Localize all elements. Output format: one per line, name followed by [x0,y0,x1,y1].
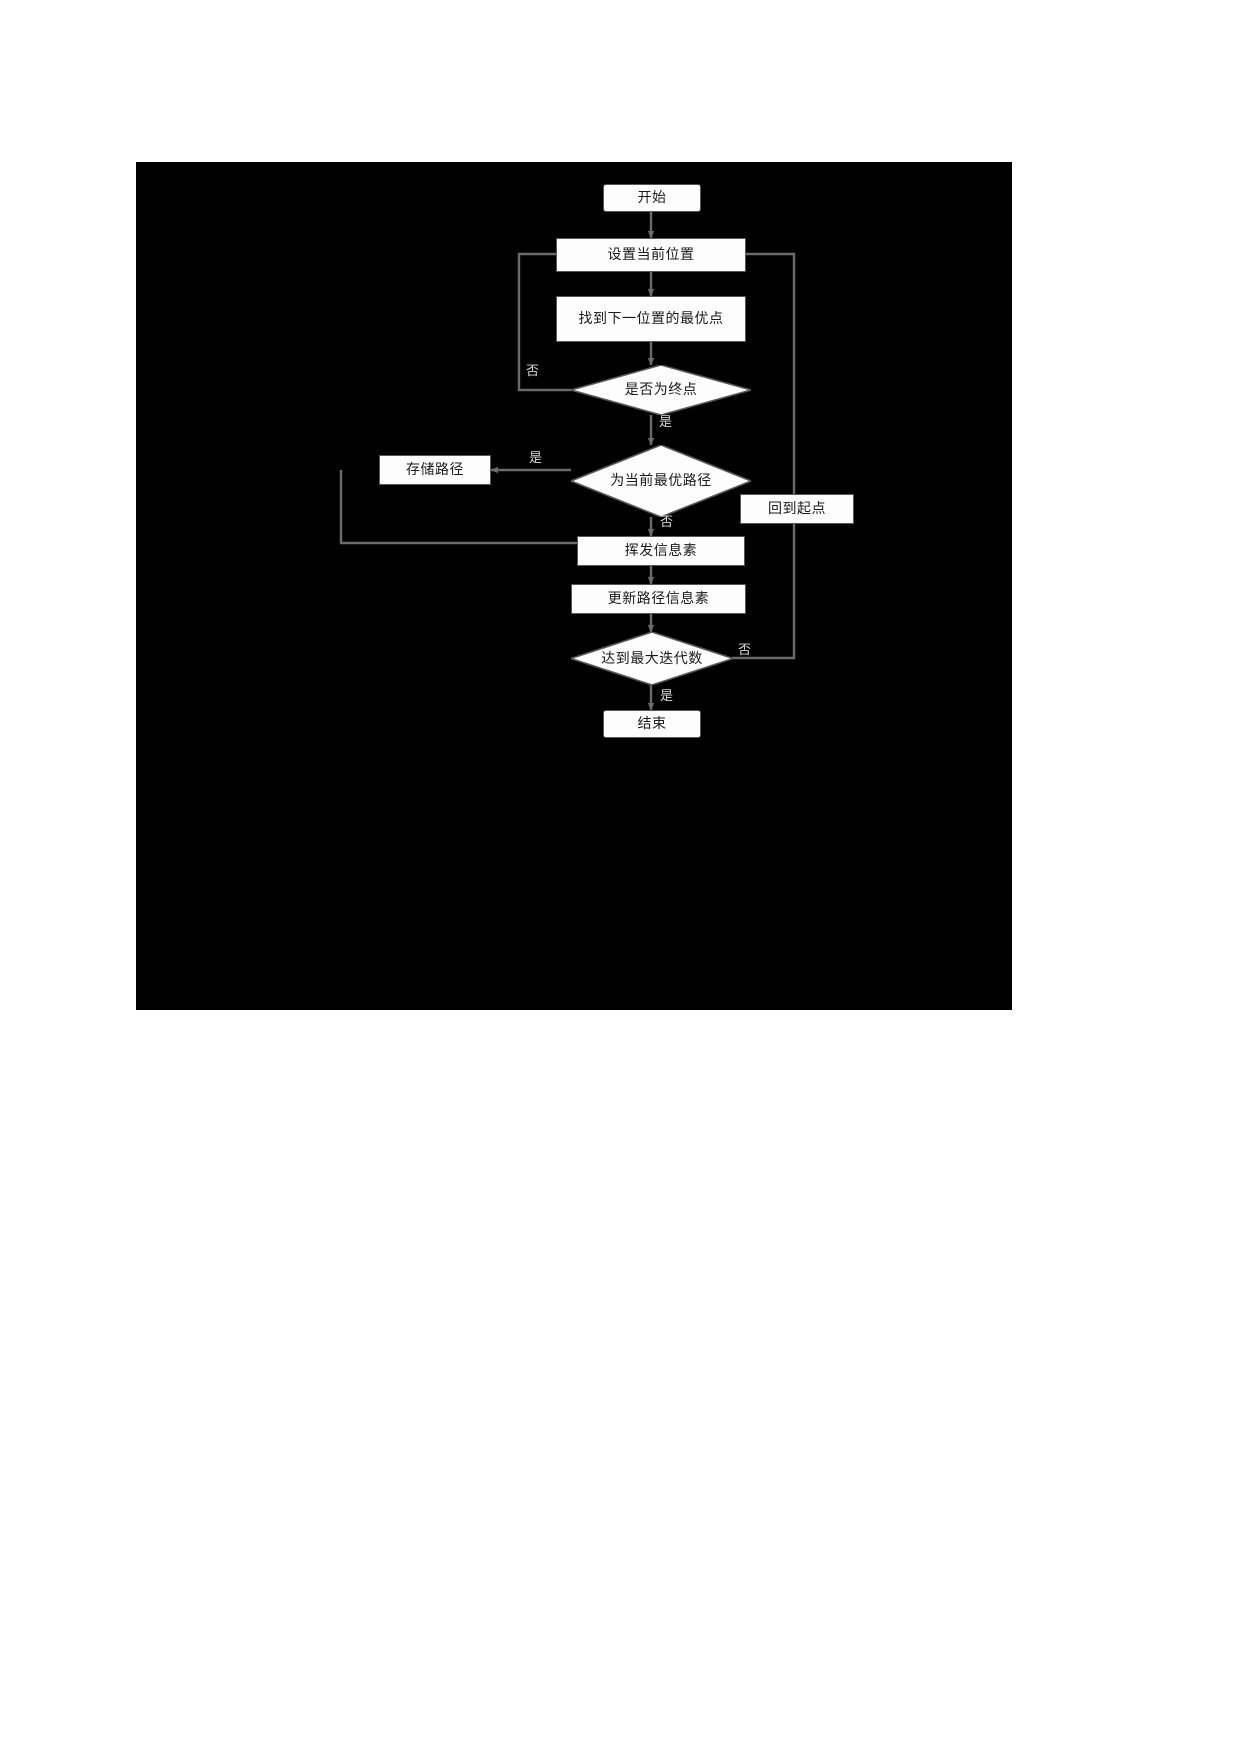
edge-label-is-endpoint-yes: 是 [659,414,673,429]
node-is-current-best-path-label: 为当前最优路径 [610,472,712,489]
edge-maxiter-no-loop [704,250,796,660]
node-evaporate-pheromone[interactable]: 挥发信息素 [577,536,745,566]
node-evaporate-pheromone-label: 挥发信息素 [624,542,698,559]
node-update-path-pheromone-label: 更新路径信息素 [607,590,710,607]
node-start[interactable]: 开始 [603,184,701,212]
node-store-path[interactable]: 存储路径 [379,455,491,485]
node-set-current-position[interactable]: 设置当前位置 [556,238,746,272]
node-end[interactable]: 结束 [603,710,701,738]
node-find-next-best-point[interactable]: 找到下一位置的最优点 [556,296,746,342]
node-store-path-label: 存储路径 [406,461,464,478]
edge-label-is-best-yes: 是 [529,450,543,465]
edge-label-max-iterations-yes: 是 [660,688,674,703]
node-is-endpoint-label: 是否为终点 [624,381,698,398]
node-find-next-best-point-label: 找到下一位置的最优点 [578,310,724,327]
edge-label-is-best-no: 否 [660,514,674,529]
node-max-iterations-reached[interactable]: 达到最大迭代数 [571,632,733,685]
flowchart-figure-panel: 开始 设置当前位置 找到下一位置的最优点 是否为终点 [136,162,1012,1010]
node-return-to-start-label: 回到起点 [768,500,826,517]
node-return-to-start[interactable]: 回到起点 [740,494,854,524]
node-is-endpoint[interactable]: 是否为终点 [571,365,751,415]
flowchart-canvas: 开始 设置当前位置 找到下一位置的最优点 是否为终点 [136,162,1012,1010]
node-start-label: 开始 [637,189,667,206]
edge-label-max-iterations-no: 否 [738,642,752,657]
node-update-path-pheromone[interactable]: 更新路径信息素 [571,584,746,614]
edge-storepath-to-evaporate [339,470,604,547]
flowchart-connectors [339,212,796,711]
diamond-shape [571,365,751,415]
diamond-shape [571,632,733,685]
node-is-current-best-path[interactable]: 为当前最优路径 [571,445,751,517]
edge-label-is-endpoint-no: 否 [526,363,540,378]
diamond-shape [571,445,751,517]
node-end-label: 结束 [637,715,667,732]
node-set-current-position-label: 设置当前位置 [607,246,695,263]
node-max-iterations-reached-label: 达到最大迭代数 [601,649,703,666]
